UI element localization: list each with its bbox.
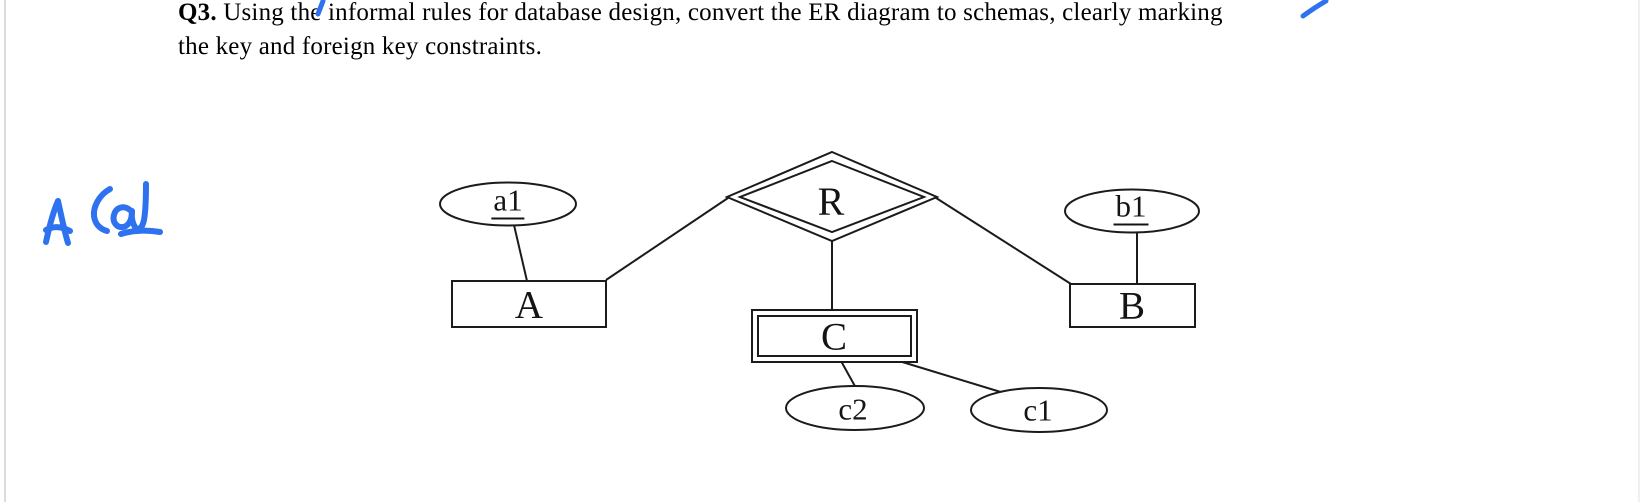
- handwriting-letter-A-crossbar: [43, 224, 73, 234]
- handwriting-letter-A-stroke: [43, 198, 61, 245]
- connector-c-to-c2: [840, 360, 857, 389]
- question-line-2: the key and foreign key constraints.: [178, 32, 543, 60]
- connector-a-to-r: [605, 197, 729, 281]
- ink-slash-mark: [1300, 0, 1329, 19]
- attribute-c1-label: c1: [1023, 392, 1053, 428]
- entity-a-label: A: [514, 283, 544, 327]
- handwriting-paren-stroke: [90, 186, 113, 234]
- attribute-a1-label: a1: [491, 182, 525, 220]
- handwriting-key-underline: [118, 227, 163, 237]
- page-left-edge-line: [4, 0, 6, 502]
- weak-entity-c-inner-rect: [757, 315, 912, 357]
- question-line-1: Q3. Using the informal rules for databas…: [178, 0, 1223, 30]
- connector-a1-to-a: [513, 224, 528, 282]
- relationship-r-label: R: [817, 179, 845, 224]
- attribute-b1-label: b1: [1113, 188, 1149, 226]
- attribute-c1-ellipse: [970, 387, 1108, 433]
- attribute-c2-label: c2: [838, 391, 868, 427]
- handwriting-letter-A-stroke: [55, 198, 71, 246]
- relationship-r-inner-diamond: [737, 159, 927, 234]
- page-right-edge-line: [1638, 0, 1640, 502]
- entity-a-rect: [451, 280, 607, 328]
- question-number: Q3.: [178, 0, 217, 26]
- handwriting-digit-1-stroke: [137, 181, 149, 231]
- question-text: Q3. Using the informal rules for databas…: [178, 0, 1223, 63]
- connector-r-to-b: [932, 195, 1072, 285]
- attribute-b1-ellipse: [1064, 188, 1200, 234]
- connector-c-to-c1: [898, 360, 1005, 394]
- entity-b-rect: [1069, 283, 1196, 328]
- question-line-1-text: Using the informal rules for database de…: [216, 0, 1223, 26]
- weak-entity-c-label: C: [820, 315, 848, 359]
- ink-tick-mark: [315, 0, 326, 17]
- handwriting-letter-a-stem: [128, 208, 140, 232]
- attribute-c2-ellipse: [785, 385, 925, 431]
- entity-b-label: B: [1118, 284, 1146, 328]
- attribute-a1-ellipse: [439, 181, 577, 227]
